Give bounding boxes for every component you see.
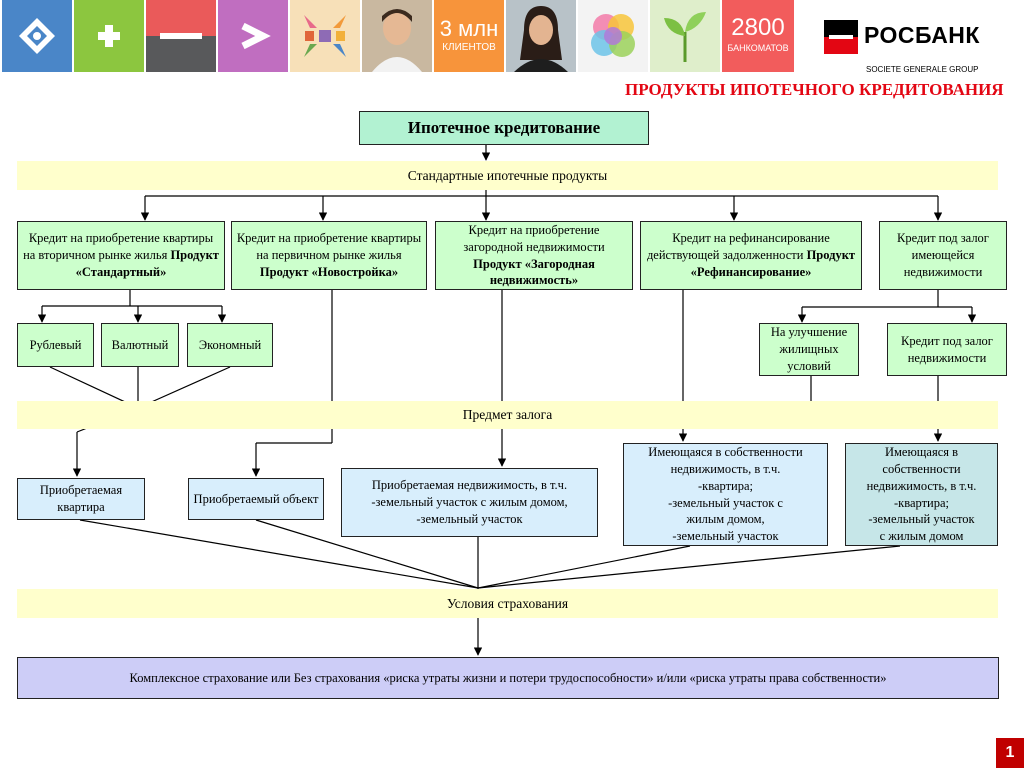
arrow-tile [218,0,288,72]
product-new-building-name: Продукт «Новостройка» [259,264,399,279]
rosbank-logo: РОСБАНК SOCIETE GENERALE GROUP [824,20,1014,80]
clients-tile: 3 млн КЛИЕНТОВ [434,0,504,72]
man-photo-icon [372,9,422,72]
colors-icon [591,14,635,57]
collateral-owned-pledge-line: недвижимость, в т.ч. [866,478,977,493]
product-refinancing-text: Кредит на рефинансирование действующей з… [645,230,857,281]
arrows-tile [290,0,360,72]
sub-economy: Экономный [187,323,273,367]
band-insurance: Условия страхования [17,589,998,618]
collateral-owned-line: недвижимость, в т.ч. [670,461,781,476]
logo-name: РОСБАНК [864,22,980,48]
collateral-owned-pledge-line: Имеющаяся в [884,444,959,459]
product-refinancing: Кредит на рефинансирование действующей з… [640,221,862,290]
atm-tile: 2800 БАНКОМАТОВ [722,0,794,72]
band-standard-products: Стандартные ипотечные продукты [17,161,998,190]
product-new-building-desc: Кредит на приобретение квартиры на перви… [236,231,422,263]
collateral-owned-line: -квартира; [697,478,754,493]
collateral-owned: Имеющаяся в собственности недвижимость, … [623,443,828,546]
atm-number: 2800 [731,14,785,41]
root-label: Ипотечное кредитование [407,117,601,137]
product-standard-desc: Кредит на приобретение квартиры на втори… [23,231,214,263]
collateral-owned-line: Имеющаяся в собственности [648,444,803,459]
collateral-owned-line: -земельный участок [672,529,779,544]
product-standard-name: Продукт «Стандартный» [75,248,219,279]
plant-icon [664,12,706,62]
product-refinancing-desc: Кредит на рефинансирование действующей з… [646,231,830,263]
sub-ruble: Рублевый [17,323,94,367]
collateral-owned-pledge-line: -земельный участок [868,512,975,527]
sub-improve-housing: На улучшение жилищных условий [759,323,859,376]
product-country-property-desc: Кредит на приобретение загородной недвиж… [463,222,605,254]
plus-tile [74,0,144,72]
product-country-property-text: Кредит на приобретение загородной недвиж… [440,222,628,290]
colors-tile [578,0,648,72]
collateral-owned-pledge-line: с жилым домом [879,529,964,544]
arrows-in-icon [304,15,346,57]
collateral-acquired-line: -земельный участок с жилым домом, [371,495,568,510]
collateral-owned-pledge-line: -квартира; [893,495,950,510]
product-standard: Кредит на приобретение квартиры на втори… [17,221,225,290]
root-node: Ипотечное кредитование [359,111,649,145]
page-title: ПРОДУКТЫ ИПОТЕЧНОГО КРЕДИТОВАНИЯ [625,80,1004,99]
product-new-building-text: Кредит на приобретение квартиры на перви… [236,230,422,281]
man-photo-tile [362,0,432,72]
plant-tile [650,0,720,72]
collateral-owned-line: -земельный участок с [668,495,783,510]
eye-tile [2,0,72,72]
product-pledge: Кредит под залог имеющейся недвижимости [879,221,1007,290]
collateral-apartment: Приобретаемая квартира [17,478,145,520]
collateral-acquired: Приобретаемая недвижимость, в т.ч. -земе… [341,468,598,537]
clients-word: КЛИЕНТОВ [442,42,496,53]
insurance-box: Комплексное страхование или Без страхова… [17,657,999,699]
woman-photo-tile [506,0,576,72]
arrow-right-icon [241,22,271,50]
minus-tile [146,0,216,72]
plus-icon [98,25,120,47]
collateral-owned-line: жилым домом, [686,512,765,527]
product-country-property: Кредит на приобретение загородной недвиж… [435,221,633,290]
product-pledge-desc: Кредит под залог имеющейся недвижимости [897,231,989,279]
product-new-building: Кредит на приобретение квартиры на перви… [231,221,427,290]
product-standard-text: Кредит на приобретение квартиры на втори… [22,230,220,281]
collateral-acquired-line: Приобретаемая недвижимость, в т.ч. [371,478,568,493]
product-refinancing-name: Продукт «Рефинансирование» [690,248,856,279]
minus-icon [160,33,202,39]
collateral-object: Приобретаемый объект [188,478,324,520]
collateral-owned-pledge-line: собственности [882,461,961,476]
band-collateral: Предмет залога [17,401,998,429]
eye-icon [19,18,55,54]
woman-photo-icon [514,6,568,72]
atm-word: БАНКОМАТОВ [727,43,789,53]
logo-subtitle: SOCIETE GENERALE GROUP [866,65,979,74]
clients-number: 3 млн [439,16,499,41]
page-number: 1 [996,738,1024,768]
sub-currency: Валютный [101,323,179,367]
product-country-property-name: Продукт «Загородная недвижимость» [473,256,595,288]
logo-mark-icon [824,20,858,54]
sub-pledge: Кредит под залог недвижимости [887,323,1007,376]
collateral-owned-pledge: Имеющаяся в собственности недвижимость, … [845,443,998,546]
collateral-acquired-line: -земельный участок [416,511,523,526]
